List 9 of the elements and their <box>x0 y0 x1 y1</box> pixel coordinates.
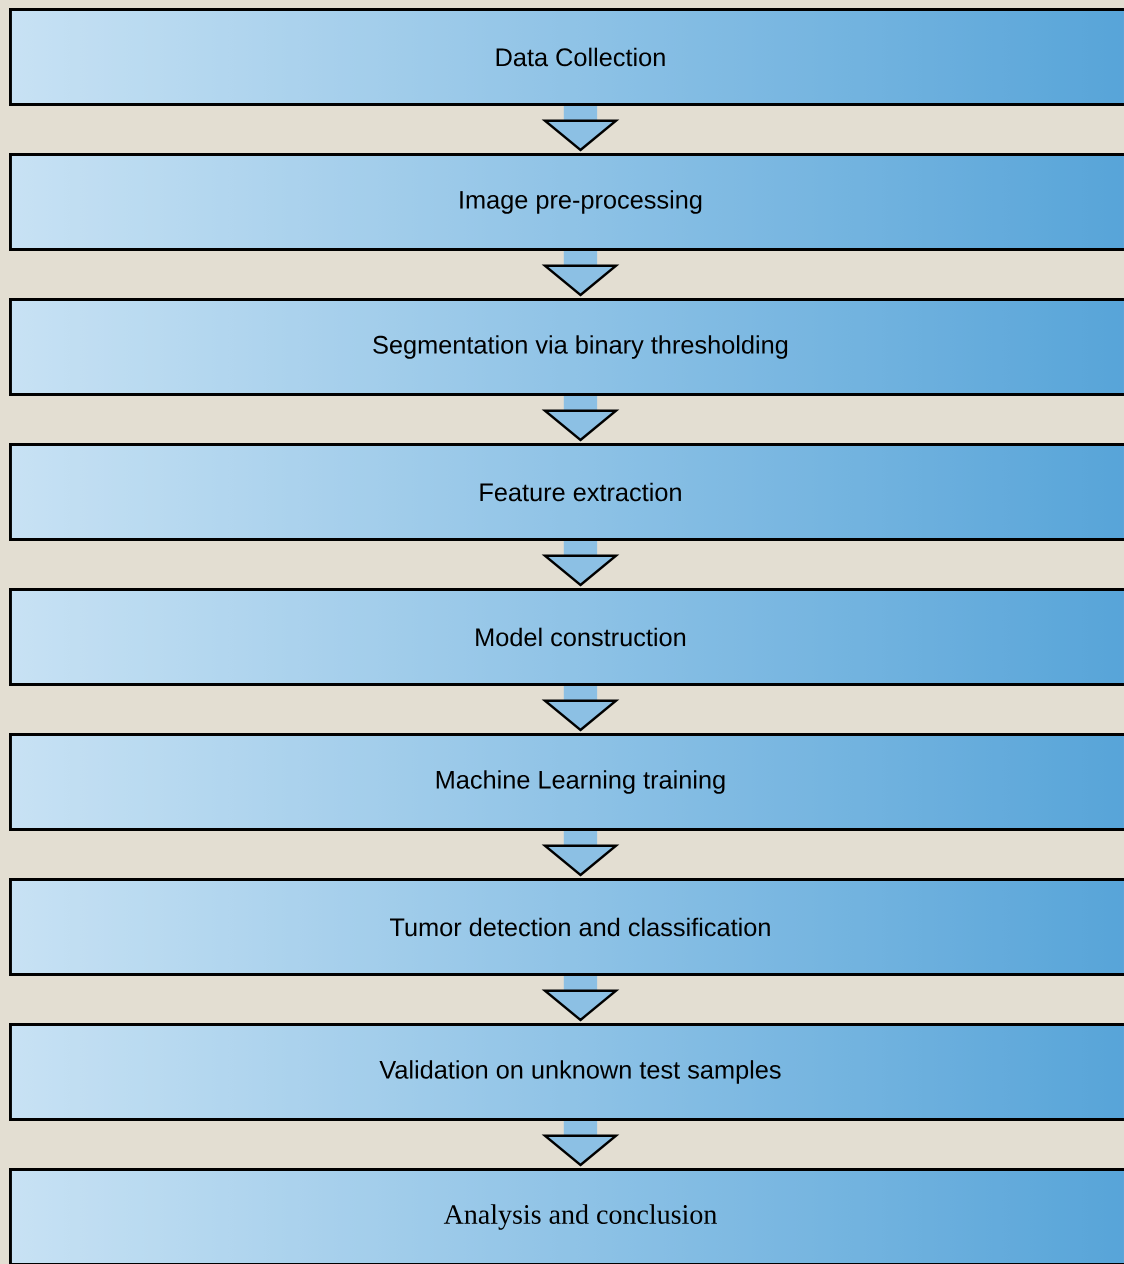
process-box: Feature extraction <box>9 443 1124 541</box>
process-box: Machine Learning training <box>9 733 1124 831</box>
process-box: Model construction <box>9 588 1124 686</box>
process-box: Validation on unknown test samples <box>9 1023 1124 1121</box>
process-box: Data Collection <box>9 8 1124 106</box>
process-box: Image pre-processing <box>9 153 1124 251</box>
process-box: Segmentation via binary thresholding <box>9 298 1124 396</box>
process-box: Tumor detection and classification <box>9 878 1124 976</box>
process-box: Analysis and conclusion <box>9 1168 1124 1264</box>
